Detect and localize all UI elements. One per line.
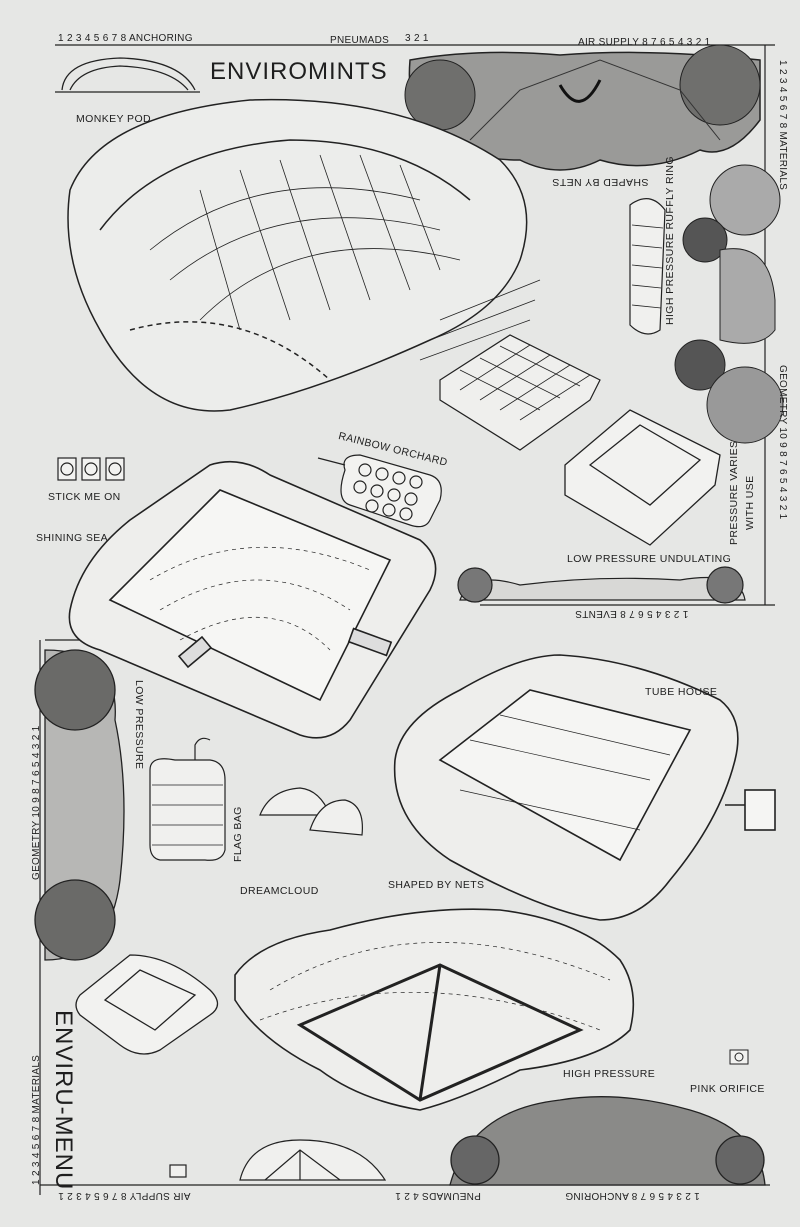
scale-top-mid: PNEUMADS: [330, 35, 390, 46]
monkey-pod-drawing: [67, 98, 541, 412]
scale-top-mid-nums: 3 2 1: [405, 33, 429, 44]
tube-house-drawing: [393, 654, 776, 921]
low-cushion-drawing: [75, 954, 219, 1055]
label-tube-house: TUBE HOUSE: [645, 686, 718, 698]
scale-bottom-mid: PNEUMADS 4 2 1: [395, 1190, 481, 1201]
label-low-pressure-undulating: LOW PRESSURE UNDULATING: [567, 553, 732, 565]
shaped-by-nets-top-drawing: [404, 44, 761, 171]
label-low-pressure: LOW PRESSURE: [133, 680, 145, 770]
stick-me-on-drawing: [57, 457, 125, 481]
scale-bottom-right: 1 2 3 4 5 6 7 8 ANCHORING: [565, 1190, 700, 1201]
label-pressure-varies: PRESSURE VARIES: [728, 440, 740, 545]
pillow-cluster-drawing: [439, 334, 601, 451]
bottom-small-dome-drawing: [169, 1139, 387, 1181]
scale-left-materials: 1 2 3 4 5 6 7 8 MATERIALS: [31, 1054, 42, 1185]
high-pressure-net-drawing: [234, 908, 635, 1111]
rainbow-orchard-drawing: [317, 454, 442, 528]
scale-left-geometry: GEOMETRY 10 9 8 7 6 5 4 3 2 1: [31, 725, 42, 880]
low-pressure-left-drawing: [34, 649, 125, 961]
label-high-pressure-ruffly-ring: HIGH PRESSURE RUFFLY RING: [664, 156, 676, 325]
title-enviru-menu: ENVIRU-MENU: [50, 1010, 77, 1191]
scale-top-left: 1 2 3 4 5 6 7 8 ANCHORING: [58, 33, 193, 44]
flag-bag-drawing: [149, 737, 226, 861]
scale-top-right: AIR SUPPLY 8 7 6 5 4 3 2 1: [578, 37, 711, 48]
label-with-use: WITH USE: [744, 475, 756, 530]
dreamcloud-drawing: [259, 787, 363, 836]
title-enviromints: ENVIROMINTS: [210, 58, 388, 85]
monkey-pod-icon: [55, 57, 200, 93]
label-dreamcloud: DREAMCLOUD: [240, 885, 319, 897]
label-high-pressure: HIGH PRESSURE: [563, 1068, 656, 1080]
bottom-dome-drawing: [449, 1096, 766, 1186]
frame-lines: [39, 44, 775, 1195]
scale-right-upper: 1 2 3 4 5 6 7 8 MATERIALS: [777, 60, 788, 191]
scale-events: 1 2 3 4 5 6 7 8 EVENTS: [575, 608, 689, 619]
label-flag-bag: FLAG BAG: [232, 806, 244, 862]
scale-right-geometry: GEOMETRY 10 9 8 7 6 5 4 3 2 1: [777, 365, 788, 520]
right-circles-drawing: [674, 164, 784, 444]
label-pink-orifice: PINK ORIFICE: [690, 1083, 765, 1095]
cushion-square-drawing: [564, 409, 721, 546]
label-monkey-pod: MONKEY POD: [76, 113, 151, 125]
label-shaped-by-nets-top: SHAPED BY NETS: [552, 176, 649, 188]
undulating-strip-drawing: [457, 566, 746, 604]
shining-sea-drawing: [68, 460, 437, 739]
label-stick-me-on: STICK ME ON: [48, 491, 121, 503]
ruffly-ring-drawing: [629, 198, 666, 335]
pink-orifice-drawing: [729, 1049, 749, 1065]
label-shaped-by-nets-bottom: SHAPED BY NETS: [388, 879, 485, 891]
label-shining-sea: SHINING SEA: [36, 532, 109, 544]
scale-bottom-left: AIR SUPPLY 8 7 6 5 4 3 2 1: [58, 1190, 191, 1201]
